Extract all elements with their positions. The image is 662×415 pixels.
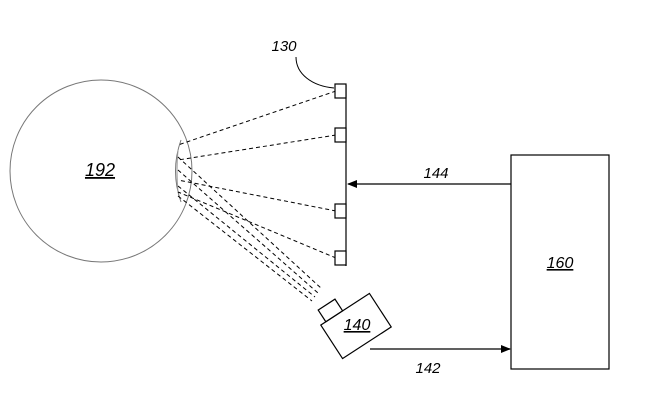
light-path-emitter-3	[177, 179, 337, 212]
light-paths	[177, 90, 337, 302]
emitter-array: 130	[271, 38, 347, 266]
controller-label: 160	[547, 255, 574, 272]
light-path-emitter-2	[177, 134, 337, 161]
emitter-3	[334, 203, 347, 219]
arrow-label: 144	[423, 165, 448, 182]
camera-label: 140	[344, 317, 371, 334]
cornea-outline	[175, 139, 182, 203]
emitter-2	[334, 127, 347, 143]
camera: 140	[317, 292, 393, 360]
controller: 160	[510, 154, 610, 370]
reflection-path-1	[177, 156, 323, 290]
emitter-1	[334, 83, 347, 99]
controller-box	[510, 154, 610, 370]
emitter-4	[334, 250, 347, 266]
reflection-path-3	[177, 185, 316, 298]
pupil-outline	[176, 149, 179, 193]
light-path-emitter-4	[177, 191, 337, 259]
reflection-path-4	[177, 195, 313, 302]
emitter-array-label: 130	[271, 38, 297, 55]
arrow-label: 142	[415, 360, 441, 377]
light-path-emitter-1	[177, 90, 337, 146]
arrow-camera-to-controller: 142	[370, 345, 511, 377]
camera-lens	[317, 298, 344, 323]
camera-body	[319, 292, 393, 360]
emitter-array-leader	[295, 56, 335, 89]
eye: 192	[9, 79, 193, 263]
reflection-path-2	[177, 169, 319, 294]
eye-label: 192	[85, 160, 115, 180]
eyeball-outline	[9, 79, 193, 263]
arrow-controller-to-emitters: 144	[347, 165, 511, 188]
